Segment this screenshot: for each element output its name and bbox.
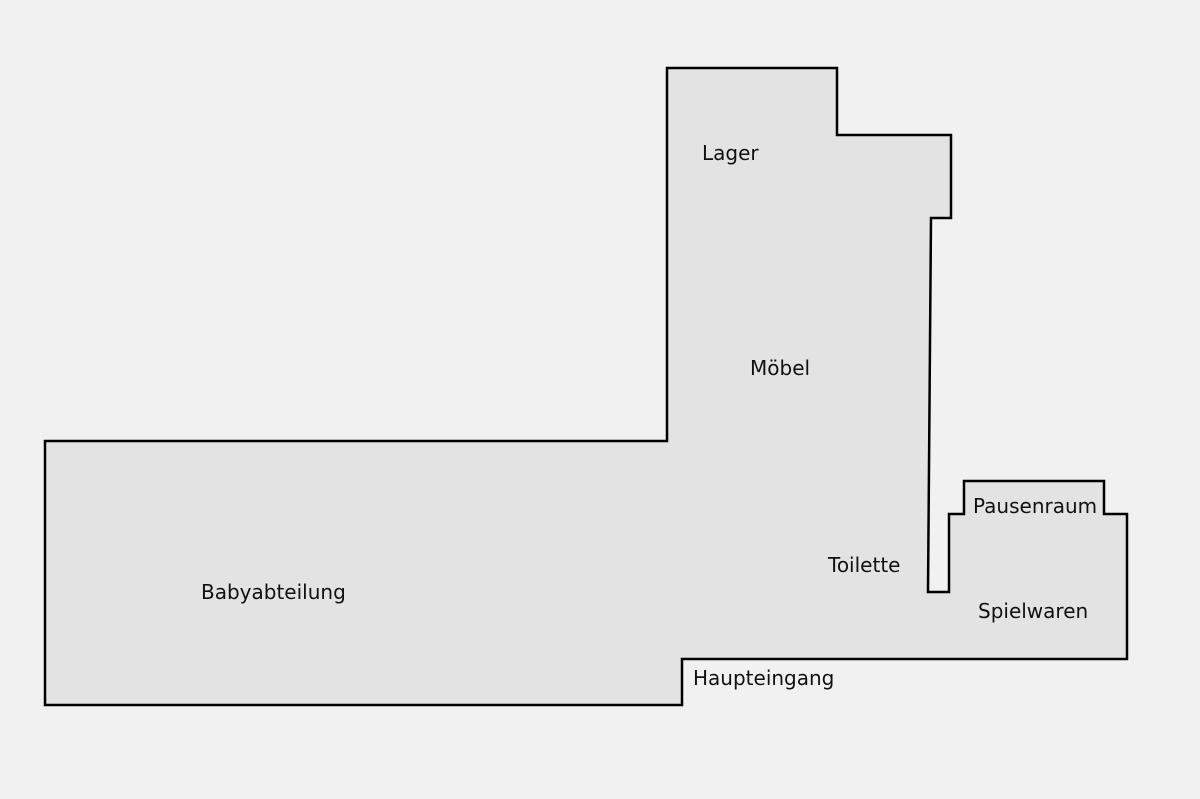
room-label-toilette: Toilette [828, 553, 901, 577]
room-label-lager: Lager [702, 141, 759, 165]
room-label-pausenraum: Pausenraum [973, 494, 1098, 518]
room-label-haupteingang: Haupteingang [693, 666, 835, 690]
room-label-babyabteilung: Babyabteilung [201, 580, 346, 604]
room-label-moebel: Möbel [750, 356, 811, 380]
room-label-spielwaren: Spielwaren [978, 599, 1089, 623]
main-floor-outline [43, 66, 1129, 707]
